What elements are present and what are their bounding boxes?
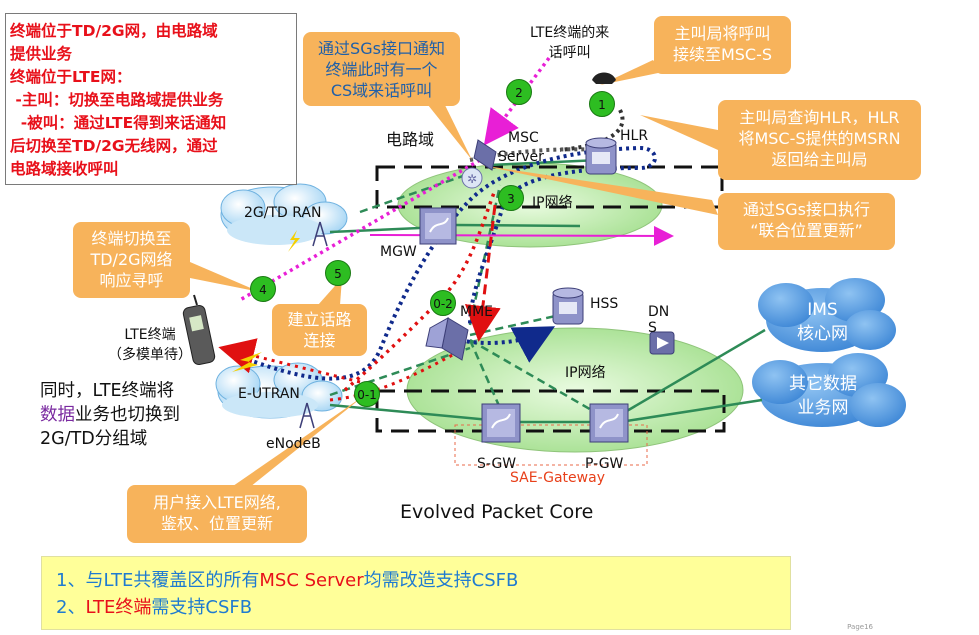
msc-server-icon: ✲: [461, 139, 497, 189]
scenario-line: -主叫：切换至电路域提供业务: [10, 91, 224, 109]
epc-boundary: [375, 389, 726, 433]
enodeb-tower-icon: [299, 402, 315, 429]
scenario-line: 提供业务: [10, 45, 73, 63]
scenario-line: 终端位于LTE网：: [10, 68, 132, 86]
callout-line: 终端切换至: [91, 229, 172, 248]
callout-switch-page: 终端切换至 TD/2G网络 响应寻呼: [73, 222, 190, 298]
callout-line: 响应寻呼: [99, 271, 164, 290]
ran-cloud: [220, 183, 348, 245]
epc-label: Evolved Packet Core: [400, 501, 594, 523]
callout-joint-update: 通过SGs接口执行 “联合位置更新”: [718, 193, 895, 250]
hss-icon: [552, 287, 584, 325]
sgw-icon: [481, 403, 521, 443]
ran-label: 2G/TD RAN: [244, 205, 322, 221]
callout-line: “联合位置更新”: [750, 221, 863, 240]
other-net-label: 其它数据 业务网: [789, 374, 857, 418]
callout-line: 鉴权、位置更新: [160, 514, 273, 533]
callout-calling-connect: 主叫局将呼叫 接续至MSC-S: [654, 16, 791, 74]
sae-gateway-box: [454, 424, 648, 466]
other-net-cloud: [752, 353, 906, 427]
callout-line: 通过SGs接口执行: [743, 200, 870, 219]
scenario-line: 终端位于TD/2G网，由电路域: [10, 22, 218, 40]
mgw-label: MGW: [380, 244, 417, 260]
enodeb-label: eNodeB: [266, 436, 321, 452]
sae-gateway-label: SAE-Gateway: [510, 470, 605, 486]
callout-line: CS域来话呼叫: [330, 81, 433, 100]
data-switch-note: 同时，LTE终端将 数据业务也切换到 2G/TD分组域: [40, 381, 180, 449]
requirement-line-1: 1、与LTE共覆盖区的所有MSC Server均需改造支持CSFB: [56, 570, 519, 591]
step-badge-1: 1: [589, 91, 615, 117]
scenario-description-box: 终端位于TD/2G网，由电路域 提供业务 终端位于LTE网： -主叫：切换至电路…: [5, 13, 297, 185]
callout-line: 连接: [303, 331, 336, 350]
mme-icon: [425, 317, 469, 361]
step-badge-3: 3: [498, 185, 524, 211]
lightning-icon: [232, 352, 262, 372]
lte-terminal-label: LTE终端 （多模单待）: [108, 327, 192, 363]
callout-line: 通过SGs接口通知: [318, 39, 445, 58]
svg-text:✲: ✲: [467, 172, 477, 186]
dns-icon: [649, 331, 675, 355]
telephone-icon: [592, 72, 616, 84]
server-label: Server: [498, 149, 544, 165]
callout-line: 主叫局查询HLR，HLR: [739, 108, 900, 127]
sgw-label: S-GW: [477, 456, 517, 472]
step-badge-0-1: 0-1: [354, 381, 380, 407]
callout-line: 主叫局将呼叫: [674, 24, 771, 43]
requirement-line-2: 2、LTE终端需支持CSFB: [56, 597, 253, 618]
page-number: Page16: [847, 623, 873, 631]
mme-label: MME: [460, 304, 494, 320]
scenario-line: -被叫：通过LTE得到来话通知: [10, 114, 227, 132]
callout-line: 建立话路: [287, 310, 352, 329]
callout-line: 用户接入LTE网络,: [153, 493, 281, 512]
ran-tower-icon: [312, 221, 328, 247]
callout-line: 终端此时有一个: [325, 60, 438, 79]
pgw-label: P-GW: [585, 456, 624, 472]
hlr-icon: [585, 137, 617, 175]
msc-label: MSC: [508, 130, 539, 146]
step-badge-0-2: 0-2: [430, 290, 456, 316]
incoming-call-label: LTE终端的来 话呼叫: [530, 25, 610, 61]
circuit-domain-label: 电路域: [386, 130, 435, 149]
callout-setup-call: 建立话路 连接: [272, 304, 367, 356]
hlr-label: HLR: [620, 128, 649, 144]
callout-line: TD/2G网络: [90, 250, 173, 269]
mgw-icon: [419, 207, 457, 245]
lightning-icon: [288, 230, 300, 252]
callout-sgs-notify: 通过SGs接口通知 终端此时有一个 CS域来话呼叫: [303, 32, 460, 106]
callout-user-access: 用户接入LTE网络, 鉴权、位置更新: [127, 485, 307, 543]
scenario-line: 后切换至TD/2G无线网，通过: [10, 137, 218, 155]
scenario-line: 电路域接收呼叫: [10, 160, 119, 178]
mobile-phone-icon: [182, 294, 216, 366]
eutran-cloud: [215, 362, 343, 419]
ip-network-top-label: IP网络: [532, 195, 573, 211]
ip-network-bottom-label: IP网络: [565, 365, 606, 381]
step-badge-4: 4: [250, 276, 276, 302]
callout-line: 将MSC-S提供的MSRN: [738, 129, 901, 148]
dns-label: DN S: [648, 304, 670, 336]
circuit-domain-boundary: [375, 165, 724, 209]
callout-hlr-query: 主叫局查询HLR，HLR 将MSC-S提供的MSRN 返回给主叫局: [718, 100, 921, 180]
callout-line: 接续至MSC-S: [672, 45, 773, 64]
requirements-box: 1、与LTE共覆盖区的所有MSC Server均需改造支持CSFB 2、LTE终…: [41, 556, 791, 630]
pgw-icon: [589, 403, 629, 443]
step-badge-2: 2: [506, 79, 532, 105]
step-badge-5: 5: [325, 260, 351, 286]
callout-line: 返回给主叫局: [771, 150, 868, 169]
ims-label: IMS 核心网: [797, 300, 848, 344]
hss-label: HSS: [590, 296, 619, 312]
eutran-label: E-UTRAN: [238, 386, 300, 402]
ims-cloud: [758, 278, 896, 352]
